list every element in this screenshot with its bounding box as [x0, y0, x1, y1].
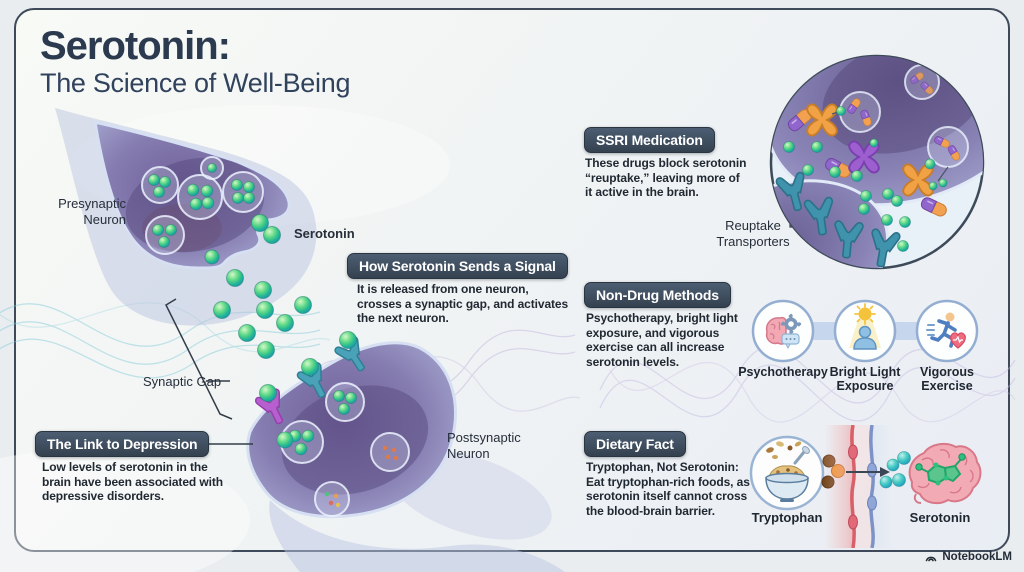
callout-depression-body: Low levels of serotonin in the brain hav…: [42, 460, 223, 504]
notebooklm-logo-icon: [926, 556, 937, 562]
method-label-bright-light: Bright Light Exposure: [829, 365, 901, 394]
reuptake-transporters-label: Reuptake Transporters: [716, 218, 790, 250]
title-line-2: The Science of Well-Being: [40, 68, 351, 98]
callout-signal-body: It is released from one neuron, crosses …: [357, 282, 569, 326]
watermark: NotebookLM: [924, 550, 1012, 564]
callout-diet-body: Tryptophan, Not Serotonin:Eat tryptophan…: [586, 460, 758, 519]
callout-nondrug-body: Psychotherapy, bright light exposure, an…: [586, 311, 738, 369]
callout-nondrug-title: Non-Drug Methods: [584, 282, 731, 308]
postsynaptic-neuron-label: Postsynaptic Neuron: [447, 430, 521, 462]
callout-signal-title: How Serotonin Sends a Signal: [347, 253, 568, 279]
method-label-exercise: Vigorous Exercise: [920, 365, 974, 394]
callout-ssri-body: These drugs block serotonin “reuptake,” …: [585, 156, 747, 200]
synaptic-gap-label: Synaptic Gap: [143, 374, 222, 389]
callout-diet-body-lead: Tryptophan, Not Serotonin:: [586, 460, 739, 474]
presynaptic-neuron-label: Presynaptic Neuron: [58, 196, 126, 228]
serotonin-label: Serotonin: [294, 226, 355, 241]
tryptophan-label: Tryptophan: [751, 510, 823, 525]
method-label-psychotherapy: Psychotherapy: [738, 365, 828, 379]
serotonin-diet-label: Serotonin: [909, 510, 971, 525]
callout-ssri-title: SSRI Medication: [584, 127, 715, 153]
title-line-1: Serotonin:: [40, 24, 231, 68]
callout-diet-title: Dietary Fact: [584, 431, 686, 457]
page-title: Serotonin: The Science of Well-Being: [40, 26, 350, 97]
watermark-text: NotebookLM: [942, 551, 1012, 563]
callout-depression-title: The Link to Depression: [35, 431, 210, 457]
